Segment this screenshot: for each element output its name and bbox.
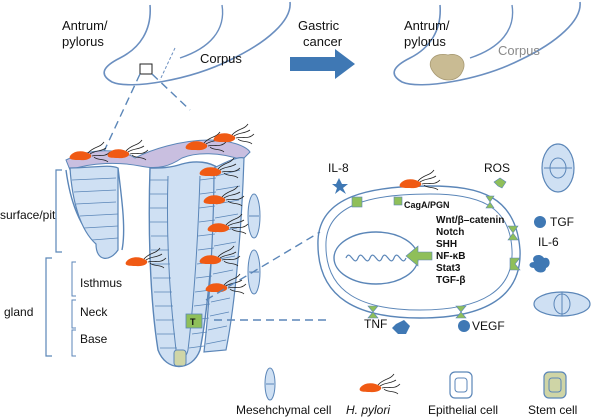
vegf-molecule <box>458 320 470 332</box>
hpylori-on-cell <box>399 169 441 191</box>
legend: Mesehchymal cell H. pylori Epithelial ce… <box>236 367 577 417</box>
pathway-5: Stat3 <box>436 263 461 274</box>
legend-mesenchymal: Mesehchymal cell <box>236 367 331 417</box>
corpus-label-cancer: Corpus <box>498 43 540 58</box>
il6-molecule <box>529 255 550 273</box>
gastric-gland: T <box>65 123 261 367</box>
stomach-outline-cancer <box>393 1 581 86</box>
gland-region-labels: surface/pit gland Isthmus Neck Base <box>0 169 122 357</box>
biopsy-region-box <box>139 63 153 75</box>
signaling-molecules: IL-8 ROS TGF IL-6 TNF VEGF <box>328 161 574 334</box>
legend-mesenchymal-label: Mesehchymal cell <box>236 403 331 417</box>
tumor-mass <box>429 53 465 81</box>
antrum-label-2: pylorus <box>62 34 104 49</box>
stomach-cancer: Antrum/ pylorus Corpus <box>393 1 581 86</box>
tnf-molecule <box>392 320 410 334</box>
stomach-outline <box>103 1 291 86</box>
cell-membrane-outer <box>317 185 521 319</box>
zoom-line-right <box>151 73 191 111</box>
tnf-label: TNF <box>364 317 387 331</box>
stomach-normal: Antrum/ pylorus Corpus <box>62 1 291 86</box>
receptor-top-center <box>393 196 403 206</box>
vegf-label: VEGF <box>472 319 505 333</box>
hpylori-surface-4 <box>213 123 255 145</box>
gastric-cancer-transition: Gastric cancer <box>290 18 355 79</box>
legend-hpylori-label: H. pylori <box>346 403 390 417</box>
side-cells <box>533 143 591 317</box>
signal-arrow-to-nucleus <box>405 245 433 267</box>
tgf-molecule <box>534 216 546 228</box>
progenitor-cell-label: T <box>190 317 196 327</box>
pathway-2: Notch <box>436 227 464 238</box>
legend-stem-icon <box>543 371 567 399</box>
chromatin <box>345 254 407 262</box>
pathway-4: NF-κB <box>436 251 465 262</box>
antrum-label-1-cancer: Antrum/ <box>404 18 450 33</box>
receptor-top-right <box>485 195 495 209</box>
transition-arrow <box>290 49 355 79</box>
transition-label-1: Gastric <box>298 18 340 33</box>
epithelial-cell-detail: Wnt/β–catenin Notch SHH NF-κB Stat3 TGF-… <box>317 169 521 319</box>
corpus-label: Corpus <box>200 51 242 66</box>
pathway-6: TGF-β <box>436 275 465 286</box>
pathway-list: Wnt/β–catenin Notch SHH NF-κB Stat3 TGF-… <box>436 215 504 286</box>
receptor-bottom-right <box>455 305 467 319</box>
antrum-label-1: Antrum/ <box>62 18 108 33</box>
region-neck: Neck <box>80 305 108 319</box>
tgf-label: TGF <box>550 215 574 229</box>
legend-stem-label: Stem cell <box>528 403 577 417</box>
receptor-bottom-left <box>367 305 379 319</box>
legend-hpylori-icon <box>359 373 401 395</box>
transition-label-2: cancer <box>303 34 343 49</box>
receptor-right-lower <box>509 257 521 271</box>
region-base: Base <box>80 332 108 346</box>
zoom-line-cell-top <box>205 231 321 301</box>
progenitor-cell <box>185 313 203 329</box>
zoom-line-left <box>99 73 141 161</box>
receptor-top-left <box>351 196 363 208</box>
pathway-3: SHH <box>436 239 457 250</box>
il6-label: IL-6 <box>538 235 559 249</box>
region-isthmus: Isthmus <box>80 276 122 290</box>
legend-epithelial: Epithelial cell <box>428 371 498 417</box>
pathway-1: Wnt/β–catenin <box>436 215 504 226</box>
ros-label: ROS <box>484 161 510 175</box>
legend-stem: Stem cell <box>528 371 577 417</box>
region-gland: gland <box>4 305 33 319</box>
receptors <box>351 195 521 319</box>
stem-cell-in-gland <box>173 349 187 367</box>
cell-membrane-inner <box>325 193 513 311</box>
gland-left-wall <box>69 165 119 259</box>
stomach-inner-curve <box>179 4 224 59</box>
ros-molecule <box>493 177 507 189</box>
caga-pgn-label: CagA/PGN <box>404 200 450 210</box>
receptor-right-upper <box>507 225 519 241</box>
il8-molecule <box>332 178 348 194</box>
legend-hpylori: H. pylori <box>346 373 401 417</box>
legend-epithelial-icon <box>449 371 473 399</box>
legend-epithelial-label: Epithelial cell <box>428 403 498 417</box>
il8-label: IL-8 <box>328 161 349 175</box>
antrum-label-2-cancer: pylorus <box>404 34 446 49</box>
region-surface-pit: surface/pit <box>0 208 56 222</box>
